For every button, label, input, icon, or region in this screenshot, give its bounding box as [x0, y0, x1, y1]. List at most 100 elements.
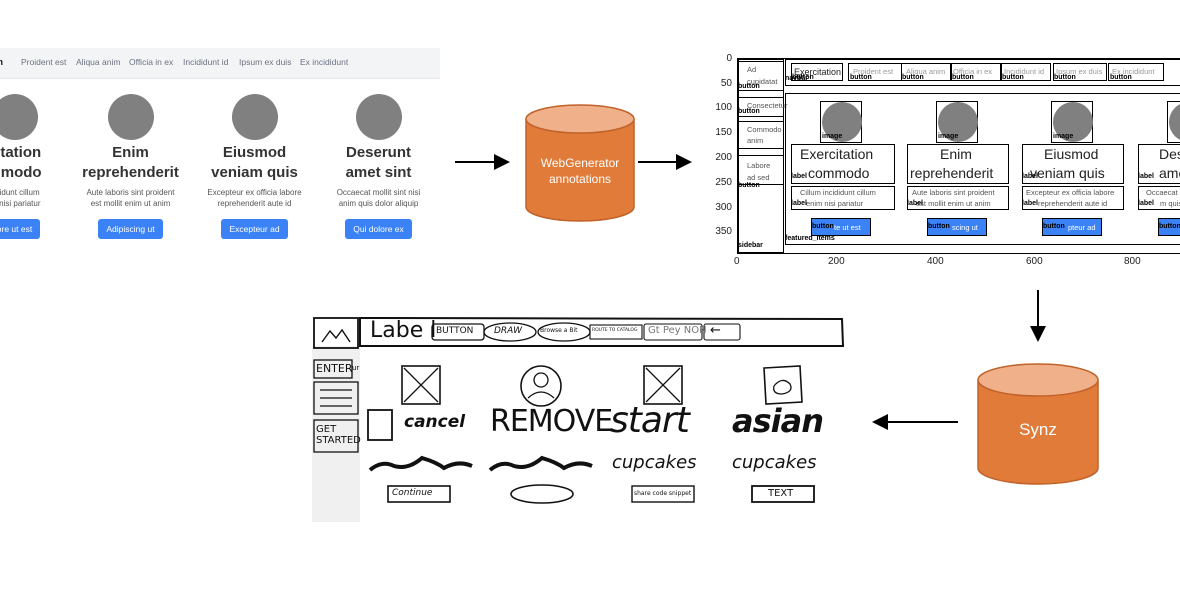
y-tick-label: 150	[715, 127, 732, 138]
card-button[interactable]: Excepteur ad	[221, 219, 288, 239]
x-tick-label: 800	[1124, 256, 1141, 267]
annotation-label: label	[1022, 200, 1038, 207]
annotation-label: image	[822, 133, 843, 140]
card-image	[938, 102, 978, 142]
card-title: Enim	[940, 146, 972, 162]
card-image	[355, 94, 402, 140]
card-title: reprehenderit	[82, 164, 179, 181]
sidebar-text: cupidatat	[747, 77, 778, 86]
annotation-label: button	[738, 108, 760, 115]
card-body: Excepteur ex officia labore	[1026, 188, 1115, 197]
nav-link[interactable]: Incididunt id	[183, 57, 229, 67]
card-body: m quis	[1160, 199, 1180, 208]
y-tick-label: 300	[715, 202, 732, 213]
annotation-label: button	[902, 74, 924, 81]
card-title: veniam quis	[1030, 165, 1105, 181]
card-image	[822, 102, 862, 142]
button-box	[738, 61, 784, 91]
button-box	[951, 63, 1001, 81]
label-box	[907, 144, 1009, 184]
web-card: Deserunt amet sint Occaecat mollit sint …	[321, 94, 436, 254]
sketch-headline: REMOVE	[490, 404, 613, 439]
sketch-subline: cupcakes	[732, 452, 817, 473]
button-box	[1042, 218, 1102, 236]
nav-text: Aliqua anim	[906, 67, 946, 76]
card-image	[1169, 102, 1180, 142]
annotation-label: label	[1022, 173, 1038, 180]
card-body: Aute laboris sint proident	[86, 188, 175, 197]
annotation-label: sidebar	[738, 242, 763, 249]
button-box	[927, 218, 987, 236]
card-button[interactable]: ore ut est	[0, 219, 41, 239]
annotation-label: button	[738, 83, 760, 90]
x-tick-label: 0	[734, 256, 740, 267]
card-body: Aute laboris sint proident	[912, 188, 995, 197]
button-box	[811, 218, 871, 236]
label-box	[907, 186, 1009, 210]
card-body: reprehenderit aute id	[217, 199, 292, 208]
sidebar-text: Commodo	[747, 125, 782, 134]
card-body: anim quis dolor aliquip	[338, 199, 419, 208]
card-title: Eiusmod	[1044, 146, 1099, 162]
annotation-label: image	[1053, 133, 1074, 140]
image-box	[1167, 101, 1180, 143]
web-card: Eiusmod veniam quis Excepteur ex officia…	[197, 94, 312, 254]
button-box	[1158, 218, 1180, 236]
nav-text: Proident est	[853, 67, 894, 76]
button-box	[738, 155, 784, 185]
card-title: amet sint	[345, 164, 412, 181]
card-body: cididunt cillum	[0, 188, 40, 197]
navbar-brand[interactable]: on	[0, 57, 3, 67]
synz-database: Synz	[976, 362, 1100, 486]
label-box	[1022, 144, 1124, 184]
annotation-label: button	[952, 74, 974, 81]
database-icon	[525, 104, 635, 222]
sketch-header-item: Browse a Bit	[540, 327, 578, 334]
label-box	[791, 186, 895, 210]
annotation-label: button	[812, 223, 834, 230]
x-tick-label: 400	[927, 256, 944, 267]
hand-drawn-sketch: Labe l BUTTON DRAW Browse a Bit ROUTE TO…	[312, 316, 844, 522]
card-title: commodo	[808, 165, 870, 181]
card-button[interactable]: Adipiscing ut	[98, 219, 163, 239]
sketch-button-text: Continue	[392, 488, 433, 498]
annotation-plot: 0 50 100 150 200 250 300 350 0 200 400 6…	[700, 52, 1180, 267]
card-body: Cillum incididunt cillum	[800, 188, 876, 197]
card-button[interactable]: Qui dolore ex	[345, 219, 412, 239]
sketch-headline: asian	[732, 402, 824, 440]
card-image	[231, 94, 278, 140]
sketch-header-item: ROUTE TO CATALOG	[592, 328, 638, 333]
web-card: Enim reprehenderit Aute laboris sint pro…	[73, 94, 188, 254]
annotation-label: button	[1054, 74, 1076, 81]
nav-link[interactable]: Ipsum ex duis	[239, 57, 292, 67]
card-body: est mollit enim ut anim	[916, 199, 991, 208]
nav-link[interactable]: Proident est	[21, 57, 67, 67]
y-tick-label: 250	[715, 177, 732, 188]
web-card: citation mmodo cididunt cillum im nisi p…	[0, 94, 72, 254]
sketch-strokes	[312, 316, 844, 522]
nav-link[interactable]: Ex incididunt	[300, 57, 349, 67]
nav-link[interactable]: Aliqua anim	[76, 57, 121, 67]
label-box	[1138, 186, 1180, 210]
annotation-label: button	[1110, 74, 1132, 81]
nav-text: Incididunt id	[1004, 67, 1045, 76]
button-box	[1053, 63, 1107, 81]
webgenerator-database: WebGenerator annotations	[524, 103, 636, 223]
sketch-header-item: DRAW	[494, 326, 523, 336]
card-title: Enim	[112, 144, 149, 161]
annotation-label: label	[1138, 173, 1154, 180]
button-box	[1001, 63, 1051, 81]
card-title: reprehenderit	[910, 165, 994, 181]
sidebar-text: Consectetur	[747, 101, 788, 110]
rendered-web-page: on Proident est Aliqua anim Officia in e…	[0, 48, 440, 258]
y-tick-label: 0	[726, 53, 732, 64]
plot-area: Ad cupidatat Consectetur Commodo anim La…	[737, 58, 1180, 254]
button-box	[1108, 63, 1164, 81]
annotation-label: image	[938, 133, 959, 140]
featured-items-box	[785, 93, 1180, 245]
annotation-label: featured_items	[785, 235, 835, 242]
card-body: enim nisi pariatur	[806, 199, 864, 208]
label-box	[791, 144, 895, 184]
sidebar-text: anim	[747, 136, 764, 145]
nav-link[interactable]: Officia in ex	[129, 57, 174, 67]
